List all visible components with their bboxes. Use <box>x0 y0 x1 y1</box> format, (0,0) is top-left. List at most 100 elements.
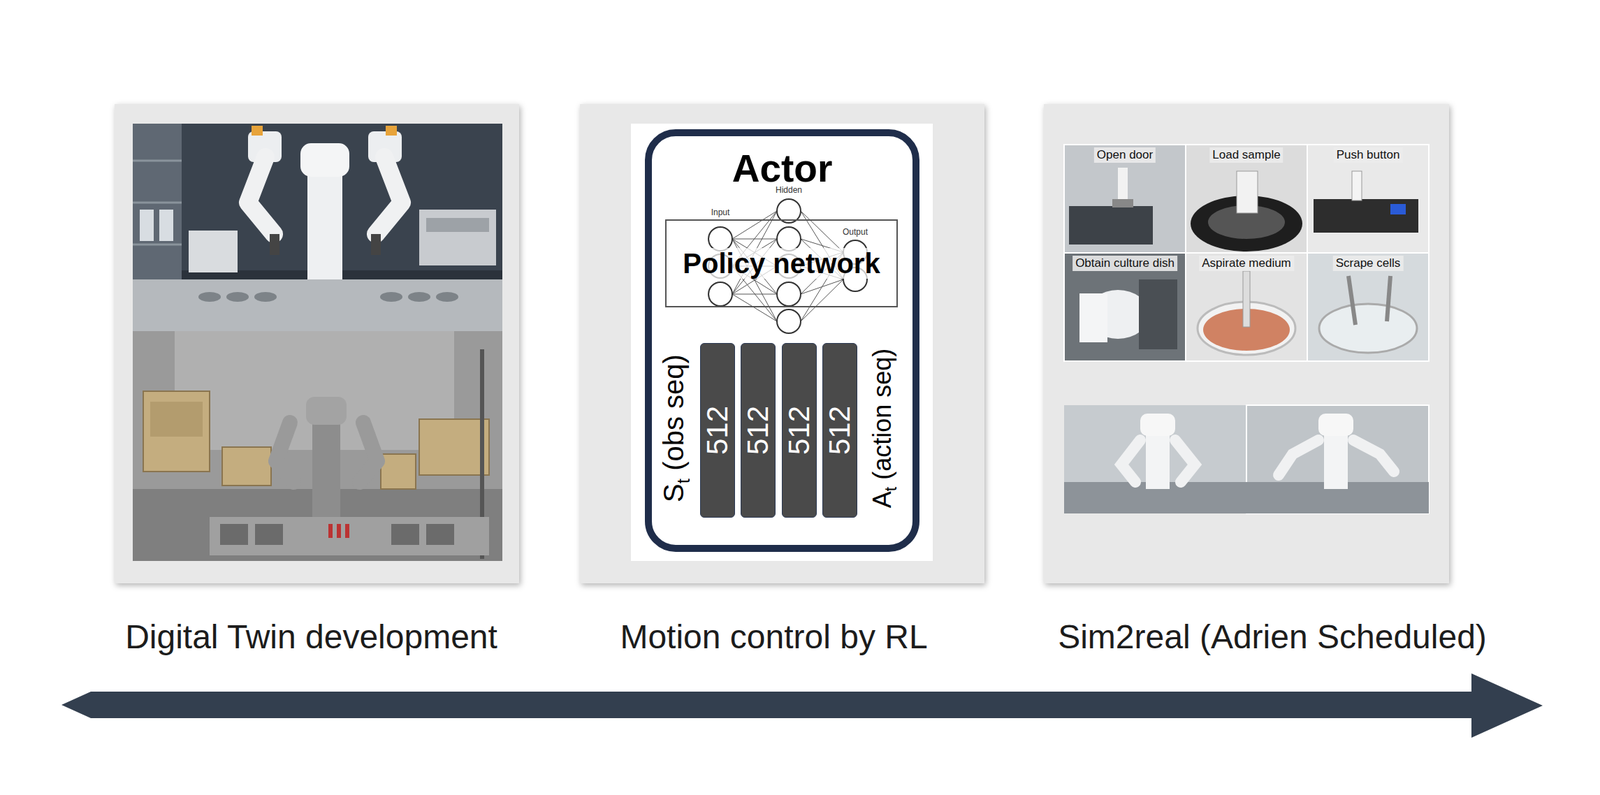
lab-photo <box>132 123 503 332</box>
stage-panel-text: Sim2real (Adrien Scheduled) <box>1057 619 1487 657</box>
line-shape <box>132 201 182 205</box>
rect-shape <box>150 401 203 437</box>
ellipse-shape <box>380 292 403 302</box>
line-shape <box>132 160 182 163</box>
rect-shape <box>345 524 350 538</box>
robot-photos <box>1064 405 1429 514</box>
task-tile-text: Obtain culture dish <box>1072 255 1178 272</box>
circle-shape <box>776 227 801 251</box>
rect-shape <box>1307 252 1429 362</box>
ellipse-shape <box>1319 303 1417 353</box>
task-tile-text: Aspirate medium <box>1198 255 1294 272</box>
task-tile-text: Open door <box>1094 147 1156 163</box>
rect-shape <box>1185 252 1308 362</box>
rect-shape <box>1246 405 1429 514</box>
path-shape <box>275 422 294 483</box>
rect-shape <box>385 125 397 136</box>
rect-shape <box>209 517 490 556</box>
rect-shape <box>1351 171 1362 201</box>
rect-shape <box>1112 199 1134 208</box>
stage-panel-text: Motion control by RL <box>619 619 928 657</box>
ellipse-shape <box>408 292 431 302</box>
path-shape <box>1278 440 1319 476</box>
task-tile: Load sample <box>1185 144 1308 253</box>
task-tile: Aspirate medium <box>1185 252 1308 362</box>
rect-shape <box>1236 171 1258 214</box>
policy-network-box-text: Policy network <box>679 248 883 279</box>
rect-shape <box>1307 144 1429 253</box>
rect-shape <box>188 230 238 273</box>
rect-shape <box>139 209 154 242</box>
layer-bar: 512 <box>740 343 776 518</box>
path-shape <box>359 422 378 483</box>
rect-shape <box>251 125 263 136</box>
task-tile: Obtain culture dish <box>1064 252 1186 362</box>
layer-bar-text: 512 <box>702 405 733 455</box>
rect-shape <box>579 104 985 584</box>
rect-shape <box>1324 433 1348 490</box>
path-shape <box>1353 440 1394 472</box>
rect-shape <box>159 209 174 242</box>
sequence-label: St (obs seq) <box>658 354 694 503</box>
circle-shape <box>708 227 733 251</box>
rect-shape <box>143 391 210 472</box>
rect-shape <box>371 234 381 256</box>
actor-box-text: Actor <box>651 147 913 191</box>
task-tile-text: Scrape cells <box>1333 255 1404 272</box>
rect-shape <box>391 524 420 545</box>
rect-shape <box>114 104 520 584</box>
rect-shape <box>132 331 503 562</box>
rect-shape <box>1318 413 1354 436</box>
rect-shape <box>328 524 333 538</box>
path-shape <box>375 157 402 235</box>
rect-shape <box>307 174 343 287</box>
rect-shape <box>220 524 249 545</box>
task-tile: Push button <box>1307 144 1429 253</box>
rect-shape <box>426 217 490 232</box>
rect-shape <box>419 419 490 476</box>
timeline-arrow <box>61 673 1543 738</box>
rect-shape <box>300 143 350 177</box>
ellipse-shape <box>226 292 249 302</box>
rect-shape <box>1242 271 1250 327</box>
task-photo-details <box>1068 167 1419 355</box>
rect-shape <box>1140 413 1176 436</box>
rect-shape <box>1064 144 1186 253</box>
rect-shape <box>1064 405 1247 514</box>
circle-shape <box>776 282 801 307</box>
circle-shape <box>708 282 733 307</box>
simulation-render <box>132 331 503 562</box>
rect-shape <box>426 524 455 545</box>
task-tile: Open door <box>1064 144 1186 253</box>
line-shape <box>1348 275 1356 325</box>
rect-shape <box>306 396 347 425</box>
actor-figure <box>630 123 933 562</box>
sequence-label: At (action seq) <box>868 348 901 509</box>
stage-panel: Sim2real (Adrien Scheduled)Open doorLoad… <box>1043 104 1450 584</box>
rect-shape <box>336 524 341 538</box>
stage-panel: Digital Twin development <box>114 104 520 584</box>
layer-bar-text: 512 <box>825 405 855 455</box>
layer-bar: 512 <box>700 343 736 518</box>
line-shape <box>132 243 182 246</box>
path-shape <box>248 157 274 235</box>
rect-shape <box>1068 206 1153 245</box>
rect-shape <box>269 234 280 256</box>
rect-shape <box>1390 204 1406 215</box>
rect-shape <box>1185 144 1308 253</box>
rect-shape <box>1079 293 1108 343</box>
task-tile: Scrape cells <box>1307 252 1429 362</box>
task-tile-text: Load sample <box>1209 147 1283 163</box>
ellipse-shape <box>198 292 221 302</box>
task-tile-text: Push button <box>1333 147 1403 163</box>
rect-shape <box>132 123 503 332</box>
layer-bar: 512 <box>822 343 858 518</box>
task-photos <box>1064 144 1429 362</box>
rect-shape <box>255 524 283 545</box>
path-shape <box>1175 440 1195 483</box>
rect-shape <box>312 412 341 532</box>
rect-shape <box>1313 199 1419 233</box>
rect-shape <box>419 209 497 266</box>
rect-shape <box>132 279 503 332</box>
layer-bar-text: 512 <box>784 405 814 455</box>
